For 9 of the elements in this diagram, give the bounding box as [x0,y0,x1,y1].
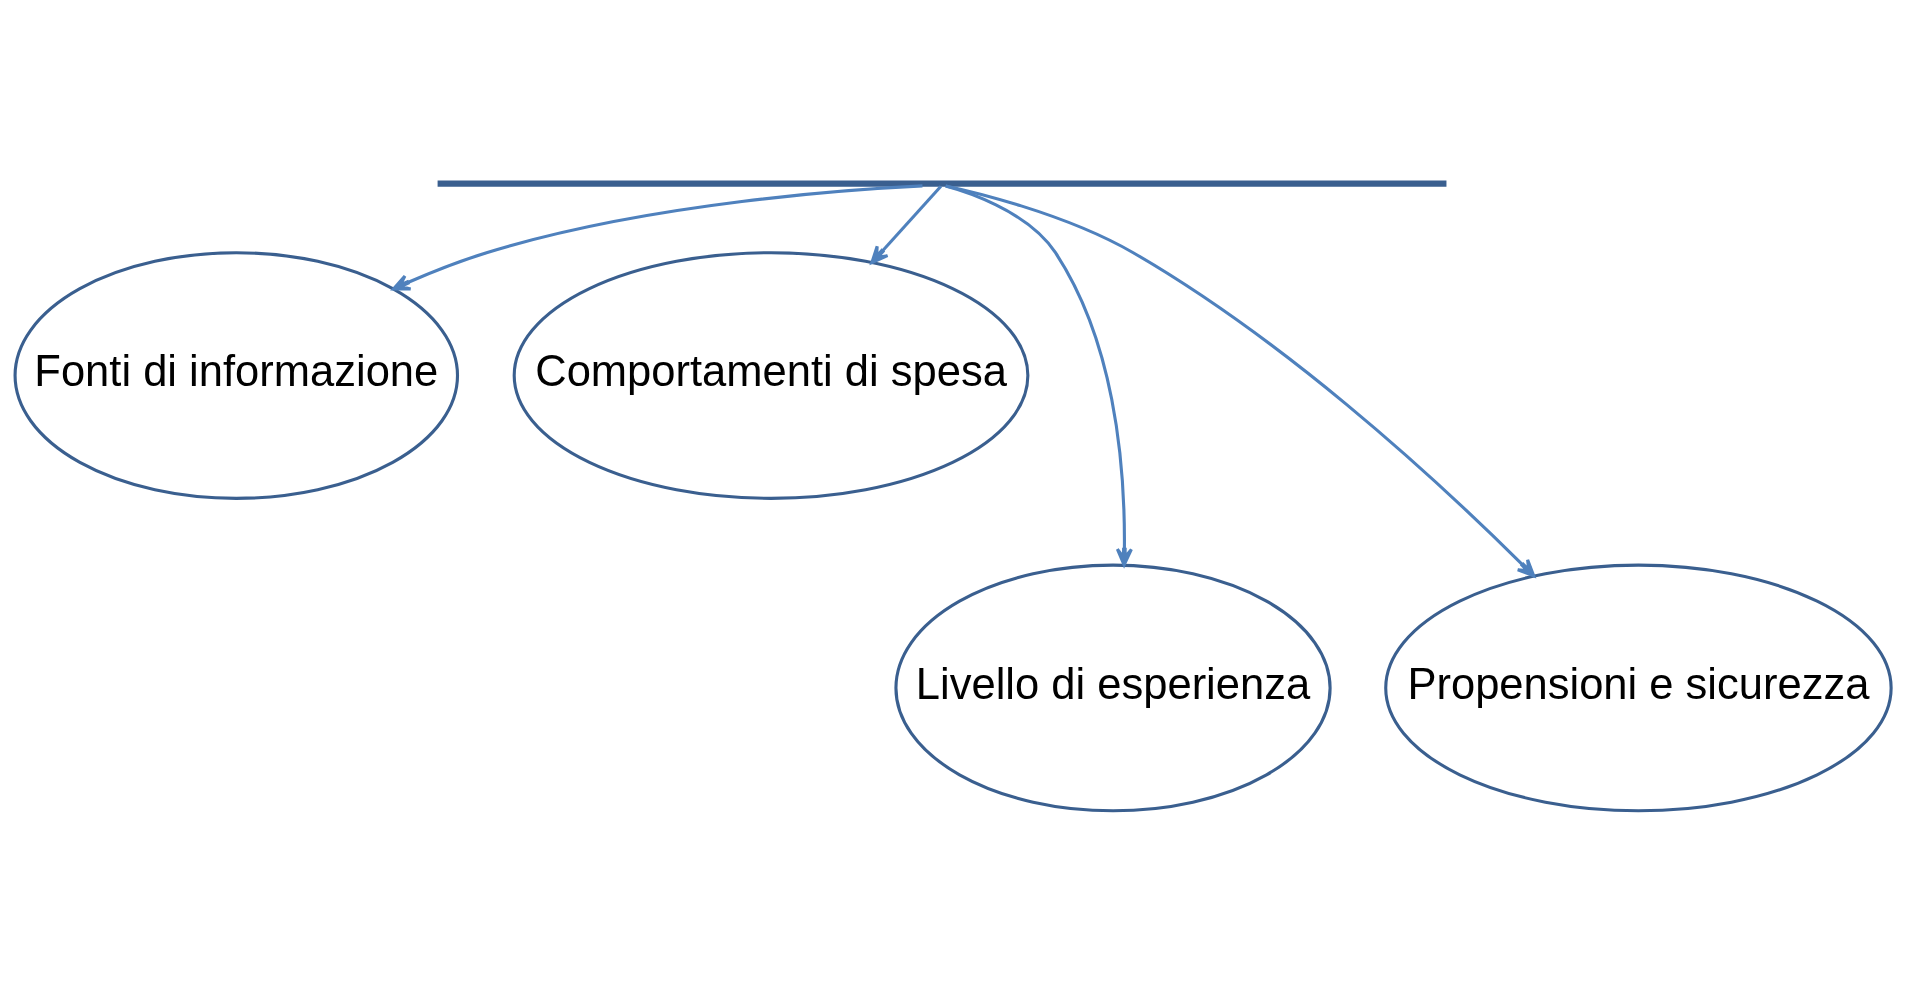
node-ellipse: Comportamenti di spesa [512,251,1030,500]
arrow [870,185,943,265]
node-ellipse: Fonti di informazione [13,251,460,500]
arrow [945,184,1133,567]
arrow [392,184,923,291]
node-ellipse: Livello di esperienza [894,563,1332,813]
node-ellipse: Propensioni e sicurezza [1384,563,1893,813]
arrow [945,184,1536,578]
node-bar [437,180,1447,187]
